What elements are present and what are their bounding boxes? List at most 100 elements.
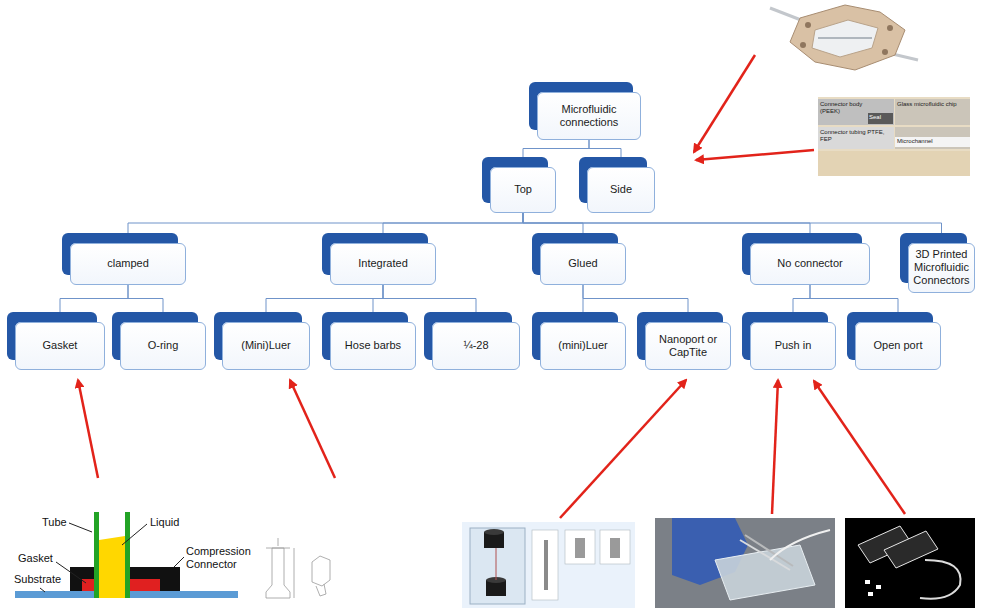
connection-type-box: 3D Printed Microfluidic Connectors: [908, 243, 975, 293]
screw-hole: [887, 25, 893, 31]
connection-type-box: clamped: [70, 243, 186, 285]
luer-fitting: [312, 556, 330, 586]
connector-tubing: [818, 127, 894, 149]
node-text: Gasket: [43, 339, 78, 352]
nanoport-image: [462, 522, 635, 608]
connector-body: [818, 99, 894, 125]
connection-type-box: Nanoport or CapTite: [645, 322, 731, 370]
seal: [868, 113, 893, 124]
chip-channel: [818, 37, 872, 39]
connector-piece: [868, 592, 873, 596]
pointer-arrow: [696, 150, 814, 160]
glass-chip: [895, 127, 970, 149]
root-box: Microfluidic connections: [537, 92, 641, 140]
node-text: Side: [610, 183, 632, 196]
node-text: No connector: [777, 257, 842, 270]
node-text: Nanoport or CapTite: [650, 333, 726, 359]
node-text: clamped: [107, 257, 149, 270]
node-text: Glued: [568, 257, 597, 270]
schematic-base: [818, 151, 970, 176]
connection-type-box: (Mini)Luer: [222, 322, 310, 370]
part-label: Connector body (PEEK): [820, 101, 867, 115]
node-text: (Mini)Luer: [241, 339, 291, 352]
category-box: Top: [490, 167, 556, 213]
part-label: Liquid: [150, 516, 190, 529]
pointer-arrow: [772, 380, 778, 514]
leader-line: [69, 523, 92, 532]
part-label: Compression Connector: [186, 545, 264, 570]
section-drawing: [610, 538, 620, 558]
holder-frame: [790, 5, 905, 70]
tree-connector: [266, 285, 383, 322]
tweezers: [745, 535, 793, 566]
liquid: [99, 536, 125, 598]
nanoport-top: [484, 529, 504, 535]
tree-connector: [589, 140, 621, 167]
detail-panel: [532, 530, 558, 600]
pointer-arrow: [78, 380, 98, 478]
tubing: [920, 560, 961, 599]
chip-window: [812, 20, 878, 57]
tree-connector: [810, 285, 898, 322]
dimension-line: [294, 548, 295, 598]
side-connector-photo: [760, 0, 920, 78]
section-drawing: [544, 540, 548, 590]
chip: [715, 545, 815, 600]
open-port-image: [845, 518, 975, 608]
tree-connector: [128, 213, 523, 243]
part-label: Substrate: [14, 573, 70, 586]
dimension-line: [278, 538, 279, 546]
tree-connector: [383, 285, 476, 322]
section-drawing: [575, 538, 585, 558]
luer-outline: [266, 548, 290, 598]
connector-piece: [865, 580, 870, 584]
node-text: ¼-28: [463, 339, 488, 352]
tree-connector: [373, 285, 383, 322]
node-text: (mini)Luer: [558, 339, 608, 352]
tree-connector: [793, 285, 810, 322]
part-label: Seal: [869, 114, 892, 121]
connector-piece: [876, 585, 881, 589]
connection-type-box: Push in: [750, 322, 836, 370]
channel: [496, 548, 497, 580]
screw-hole: [800, 42, 806, 48]
leader-line: [174, 557, 184, 567]
tree-connector: [583, 285, 688, 322]
connection-type-box: Integrated: [330, 243, 436, 285]
tube-wall: [125, 512, 130, 598]
photo-ground: [760, 0, 920, 78]
luer-drawing: [266, 538, 330, 598]
part-label: Microchannel: [897, 138, 967, 145]
tweezers: [740, 540, 790, 570]
microchannel: [895, 137, 970, 147]
detail-panel: [565, 530, 595, 564]
schematic-ground: [818, 97, 970, 176]
tree-connector: [383, 213, 523, 243]
connection-type-box: ¼-28: [432, 322, 520, 370]
node-text: Hose barbs: [345, 339, 401, 352]
leader-line: [122, 524, 147, 545]
connection-type-box: (mini)Luer: [540, 322, 626, 370]
node-text: Push in: [775, 339, 812, 352]
connection-type-box: O-ring: [120, 322, 206, 370]
pointer-arrow: [560, 380, 686, 518]
leader-line: [40, 588, 45, 592]
tree-connector: [523, 213, 810, 243]
image-ground: [462, 522, 635, 608]
tree-connector: [523, 140, 589, 167]
node-text: Open port: [874, 339, 923, 352]
detail-panel: [600, 530, 630, 564]
connection-type-box: Glued: [540, 243, 626, 285]
tree-connector: [128, 285, 163, 322]
part-label: Glass microfluidic chip: [897, 101, 967, 108]
tube-wall: [94, 512, 99, 598]
glass-slide: [884, 531, 938, 568]
tubing: [770, 530, 830, 560]
tree-connector: [60, 285, 128, 322]
part-label: Tube: [42, 516, 72, 529]
photo-ground: [655, 518, 835, 608]
screw-hole: [882, 49, 888, 55]
screw-hole: [805, 22, 811, 28]
